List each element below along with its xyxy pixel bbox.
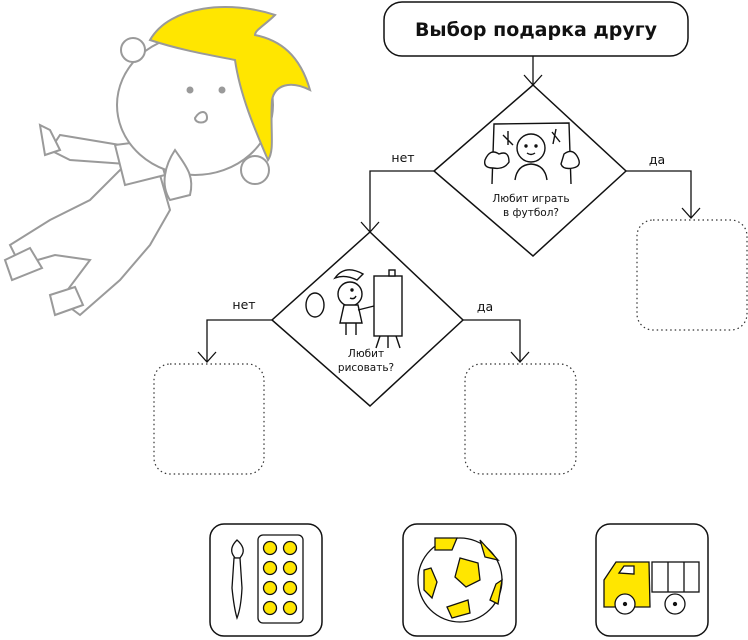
decision-drawing-no-label: нет: [232, 297, 255, 312]
toy-truck-icon: [603, 561, 700, 615]
decision-drawing-text-2: рисовать?: [338, 362, 394, 374]
gift-card-truck[interactable]: [595, 523, 709, 637]
decision-football-no-label: нет: [391, 150, 414, 165]
decision-drawing: [270, 230, 465, 408]
answer-slot-drawing-no[interactable]: [153, 363, 265, 475]
paint-set-icon: [231, 534, 304, 624]
start-node: [383, 1, 689, 57]
goalkeeper-icon: [483, 122, 580, 185]
decision-football-text-1: Любит играть: [492, 193, 569, 205]
decision-football: [432, 83, 628, 258]
answer-slot-drawing-yes[interactable]: [464, 363, 577, 475]
gift-card-paints[interactable]: [209, 523, 323, 637]
decision-drawing-yes-label: да: [477, 299, 493, 314]
boy-character-illustration: [3, 6, 312, 317]
decision-football-text-2: в футбол?: [503, 207, 559, 219]
decision-football-yes-label: да: [649, 152, 665, 167]
decision-drawing-text-1: Любит: [348, 348, 384, 360]
soccer-ball-icon: [417, 537, 503, 623]
flowchart-title: Выбор подарка другу: [415, 19, 658, 41]
gift-card-ball[interactable]: [402, 523, 517, 637]
answer-slot-football-yes[interactable]: [636, 219, 748, 331]
connectors: [206, 56, 692, 362]
painter-icon: [305, 269, 403, 349]
